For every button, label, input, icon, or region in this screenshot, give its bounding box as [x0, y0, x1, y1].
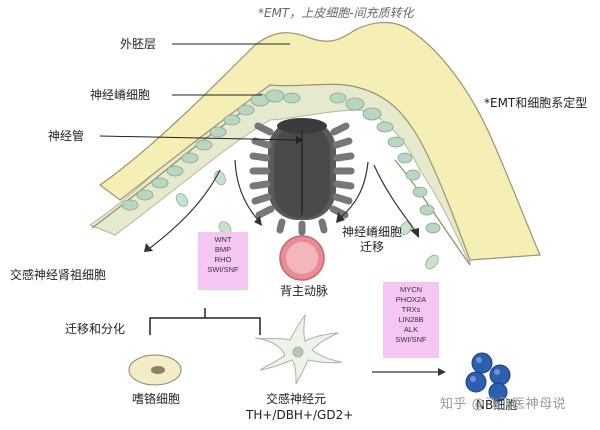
gene-item: PHOX2A — [395, 295, 427, 304]
oncogenes-box: MYCN PHOX2A TRXs LIN28B ALK SWI/SNF — [383, 282, 439, 358]
ectoderm-layer — [98, 21, 541, 261]
neural-tube-label: 神经管 — [48, 129, 85, 143]
nb-cells — [465, 352, 511, 402]
nb-cells-label: NB细胞 — [476, 398, 518, 412]
neural-crest-migration-label-2: 迁移 — [360, 240, 385, 254]
progression-arrowhead — [438, 368, 446, 376]
signaling-pathways-box: WNT BMP RHO SWI/SNF — [198, 232, 248, 290]
signal-item: BMP — [214, 245, 232, 254]
neural-tube — [249, 118, 355, 236]
gene-item: ALK — [403, 325, 419, 334]
chromaffin-cell-label: 嗜铬细胞 — [132, 392, 181, 406]
dorsal-aorta-label: 背主动脉 — [280, 284, 329, 298]
migration-arrows — [149, 159, 417, 249]
emt-title-note: *EMT，上皮细胞-间充质转化 — [258, 6, 414, 20]
emt-side-note: *EMT和细胞系定型 — [484, 96, 588, 110]
gene-item: LIN28B — [398, 315, 424, 324]
neural-tube-pointer-head — [296, 136, 304, 144]
sympathetic-neuron — [254, 313, 343, 385]
neural-crest-cells-right — [329, 92, 441, 234]
signal-item: RHO — [214, 255, 232, 264]
chromaffin-cell — [128, 354, 182, 386]
gene-item: TRXs — [401, 305, 421, 314]
watermark: 知乎 @飞飞医神母说 — [440, 397, 567, 412]
sympathoadrenal-progenitor-label: 交感神经肾祖细胞 — [10, 268, 107, 282]
signal-item: SWI/SNF — [207, 265, 239, 274]
signal-item: WNT — [214, 235, 232, 244]
label-pointers — [99, 43, 297, 141]
ectoderm-label: 外胚层 — [120, 37, 157, 51]
sympathetic-neuron-label: 交感神经元 — [266, 392, 327, 406]
neural-crest-migration-label: 神经嵴细胞 — [342, 225, 403, 239]
neuron-markers-label: TH+/DBH+/GD2+ — [246, 408, 354, 422]
gene-item: MYCN — [399, 285, 423, 294]
migration-differentiation-label: 迁移和分化 — [65, 322, 126, 336]
differentiation-bracket — [149, 308, 261, 335]
neural-crest-cells-label: 神经嵴细胞 — [90, 88, 151, 102]
migration-arrowheads — [144, 212, 419, 252]
dorsal-aorta — [279, 235, 325, 281]
neural-crest-cells-left — [121, 89, 301, 211]
gene-item: SWI/SNF — [395, 335, 427, 344]
